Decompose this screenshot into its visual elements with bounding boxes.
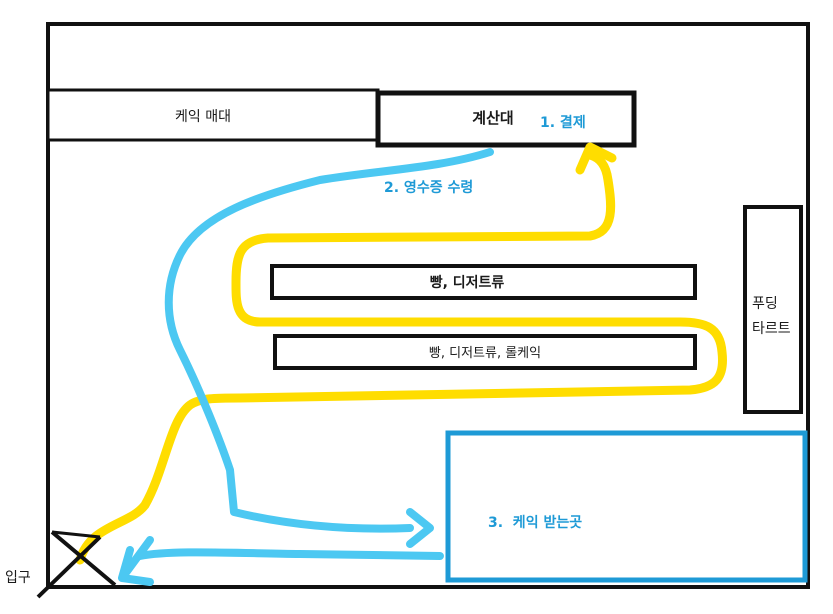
exit-route-arrowhead	[118, 536, 154, 586]
checkout-counter-label: 계산대	[472, 109, 513, 127]
receipt-route-arrowhead	[406, 508, 434, 548]
entrance-label: 입구	[5, 570, 31, 586]
receipt-route-path	[164, 148, 494, 533]
x-mark-icon	[36, 530, 117, 599]
tart-label: 타르트	[752, 321, 791, 337]
exit-route-path	[136, 548, 444, 560]
shelf-top-label: 빵, 디저트류	[430, 275, 505, 291]
customer-route-arrowhead	[575, 142, 617, 175]
shelf-top-box	[270, 264, 697, 300]
cake-counter-label: 케익 매대	[175, 109, 231, 125]
checkout-counter-box	[375, 90, 637, 148]
pudding-label: 푸딩	[752, 296, 778, 312]
store-outline	[46, 22, 810, 589]
step-pickup-label: 3. 케익 받는곳	[488, 514, 582, 531]
step-payment-label: 1. 결제	[540, 114, 586, 131]
cake-counter-box	[46, 88, 380, 142]
customer-route-path	[75, 150, 728, 565]
shelf-bottom-label: 빵, 디저트류, 롤케익	[429, 346, 541, 361]
step-receipt-label: 2. 영수증 수령	[384, 179, 473, 196]
cake-pickup-box	[445, 430, 808, 583]
shelf-bottom-box	[273, 334, 697, 370]
pudding-tart-box	[743, 205, 803, 414]
